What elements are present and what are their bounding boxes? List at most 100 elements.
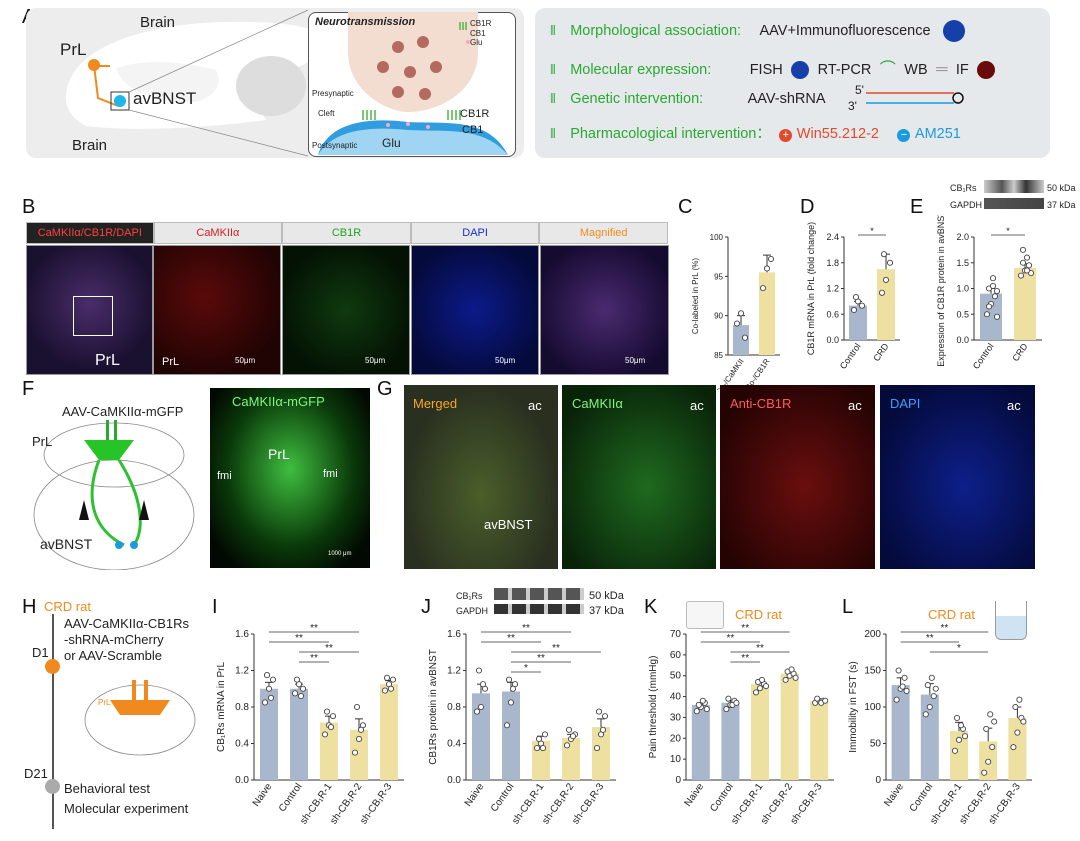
data-point [822,697,829,704]
data-point [1014,729,1021,736]
data-point [895,667,902,674]
data-point [752,689,760,696]
x-tick-label: Control [971,341,996,371]
data-point [1017,272,1025,279]
legend-cb1r: CB1R [470,19,492,28]
panel-b-headers: CaMKIIα/CB1R/DAPI CaMKIIα CB1R DAPI Magn… [26,222,668,244]
data-point [297,693,305,700]
y-tick-label: 1.6 [235,629,249,640]
synapse-diagram [318,12,508,155]
data-point [703,706,710,713]
data-point [327,724,335,731]
blot-icon: ═ [936,61,948,78]
behavioral-test-label: Behavioral test [64,781,150,796]
spring-icon: ⦀ [550,62,556,77]
image-magnified [540,245,669,375]
legend-cb1: CB1 [470,29,486,38]
y-axis-label: Co-labeled in PrL (%) [691,258,700,335]
data-point [880,251,888,258]
kda-label: 50 kDa [589,590,624,602]
data-point [381,687,389,694]
data-point [955,736,963,743]
header-cb1r: CB1R [282,222,411,244]
y-tick-label: 1.2 [826,284,839,294]
y-tick-label: 0.0 [235,775,249,786]
data-point [989,744,996,751]
x-tick-label: Control [908,781,936,814]
bar [350,729,368,780]
bar [562,738,580,780]
data-point [928,674,935,681]
data-point [693,708,700,715]
y-tick-label: 0.4 [235,739,249,750]
data-point [993,288,1001,295]
image-dapi-g [880,385,1035,569]
data-point [265,685,273,692]
cb1r-label: CB1R [460,108,490,120]
y-tick-label: 200 [864,629,881,640]
data-point [1023,267,1031,274]
avbnst-label: avBNST [133,89,197,108]
x-tick-label: CRD [1010,341,1030,363]
blot-label-gapdh-j: GAPDH [456,606,489,616]
bar [780,673,799,780]
ac-label: ac [848,398,862,413]
data-point [733,699,740,706]
data-point [509,685,517,692]
panel-letter-b: B [22,196,36,218]
panel-letter-l: L [842,596,854,618]
significance-marker: ** [507,633,515,644]
data-point [922,711,929,718]
western-blot-band [984,180,1044,193]
data-point [858,302,866,309]
cb1-label: CB1 [462,124,484,136]
y-tick-label: 30 [670,712,682,723]
bar [691,704,710,780]
glu-label: Glu [382,136,401,150]
panel-letter-i: I [212,596,218,618]
prl-label-f: PrL [32,434,53,449]
significance-marker: ** [756,643,764,654]
data-point [741,334,749,341]
y-tick-label: 40 [670,692,682,703]
avbnst-label-g: avBNST [484,517,533,532]
brain-sagittal-diagram [66,9,328,157]
wb-label: WB [904,62,928,78]
header-merged: CaMKIIα/CB1R/DAPI [26,222,154,244]
x-tick-label: Naive [251,781,275,809]
prl-image-f: PrL [268,446,290,462]
y-tick-label: 2.4 [826,232,839,242]
data-point [903,687,910,694]
y-axis-label: Immobility in FST (s) [848,661,859,753]
data-point [565,726,573,733]
western-blot-band [494,604,584,614]
y-tick-label: 100 [710,233,724,242]
scale-bar-label: 50μm [495,356,516,365]
data-point [882,276,890,283]
y-tick-label: 85 [714,351,723,360]
timeline-dot-d1 [45,659,60,674]
if-icon [977,60,996,79]
panel-letter-f: F [22,378,35,400]
data-point [1019,246,1027,253]
header-camkii: CaMKIIα [153,222,283,244]
data-point [1020,718,1027,725]
data-point [989,275,997,282]
method-label: Genetic intervention: [570,91,704,107]
virus-line-2: -shRNA-mCherry [64,632,164,647]
data-point [985,758,992,765]
if-label: IF [955,62,969,78]
data-point [924,682,931,689]
image-title-f: CaMKIIα-mGFP [232,394,325,409]
fmi-right: fmi [323,468,338,480]
image-merged-g [404,385,558,569]
virus-label-f: AAV-CaMKIIα-mGFP [62,404,184,419]
data-point [387,685,395,692]
panel-letter-h: H [22,596,37,618]
data-point [983,725,990,732]
data-point [569,733,577,740]
data-point [383,674,391,681]
data-point [1012,703,1019,711]
